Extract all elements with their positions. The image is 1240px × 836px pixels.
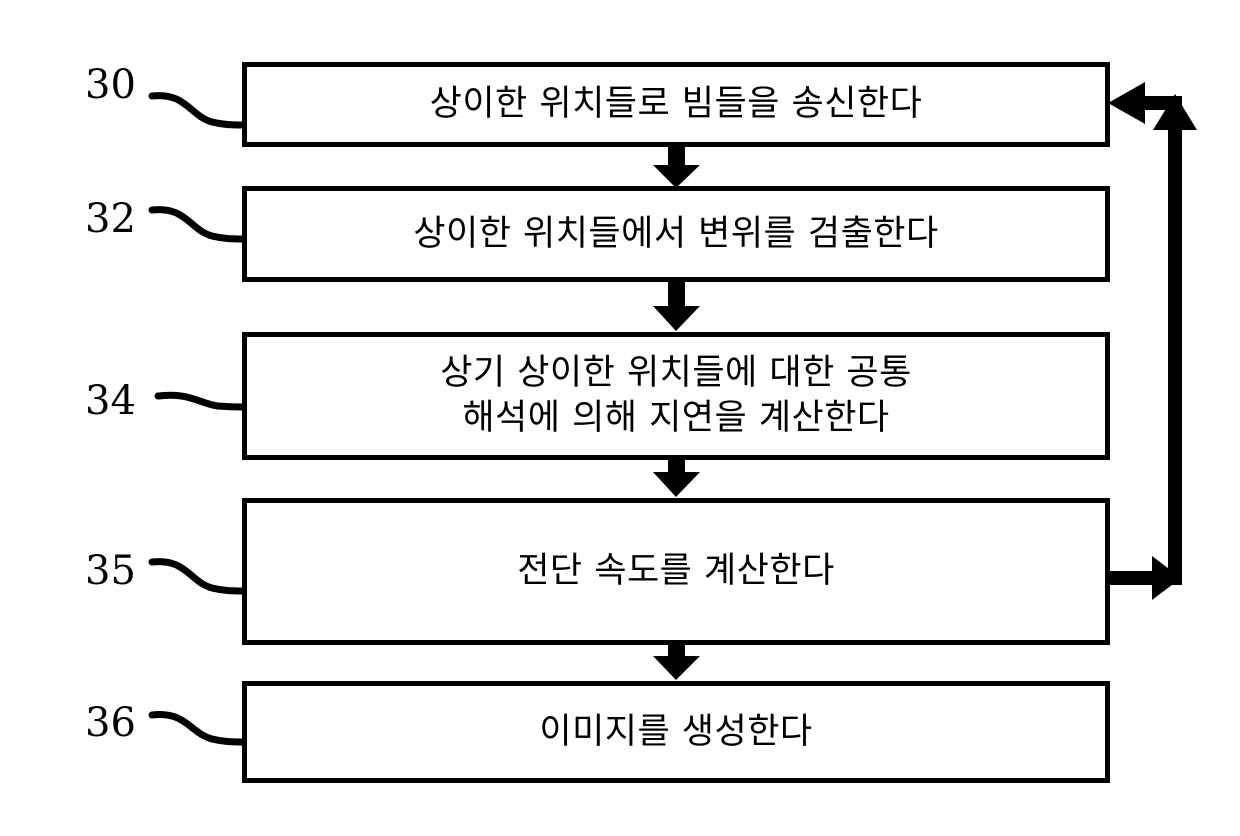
leader-line-30 xyxy=(148,92,247,129)
flow-arrow-34-to-35 xyxy=(653,460,700,497)
reference-numeral-34: 34 xyxy=(85,378,136,424)
process-box-32: 상이한 위치들에서 변위를 검출한다 xyxy=(242,186,1110,282)
process-box-34-label: 상기 상이한 위치들에 대한 공통 해석에 의해 지연을 계산한다 xyxy=(440,353,912,438)
process-box-34: 상기 상이한 위치들에 대한 공통 해석에 의해 지연을 계산한다 xyxy=(242,332,1110,460)
process-box-36-label: 이미지를 생성한다 xyxy=(539,711,813,752)
flow-arrow-30-to-32 xyxy=(653,147,700,188)
leader-line-35 xyxy=(148,558,247,595)
leader-line-34 xyxy=(154,391,247,411)
process-box-35: 전단 속도를 계산한다 xyxy=(242,498,1110,645)
feedback-loop-35-to-30 xyxy=(1108,82,1197,600)
process-box-30-label: 상이한 위치들로 빔들을 송신한다 xyxy=(429,84,923,125)
process-box-30: 상이한 위치들로 빔들을 송신한다 xyxy=(242,62,1110,147)
leader-line-32 xyxy=(148,206,247,243)
reference-numeral-32: 32 xyxy=(85,196,136,242)
process-box-32-label: 상이한 위치들에서 변위를 검출한다 xyxy=(413,213,939,254)
process-box-36: 이미지를 생성한다 xyxy=(242,681,1110,783)
reference-numeral-35: 35 xyxy=(85,548,136,594)
process-box-35-label: 전단 속도를 계산한다 xyxy=(517,551,835,592)
reference-numeral-36: 36 xyxy=(85,700,136,746)
flow-arrow-35-to-36 xyxy=(653,645,700,680)
leader-line-36 xyxy=(148,711,247,746)
reference-numeral-30: 30 xyxy=(85,62,136,108)
flow-arrow-32-to-34 xyxy=(653,282,700,331)
